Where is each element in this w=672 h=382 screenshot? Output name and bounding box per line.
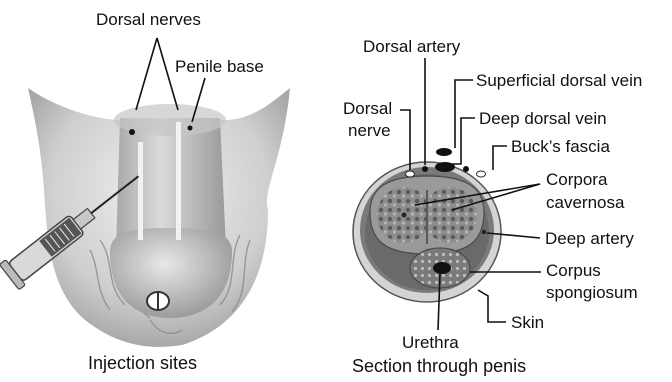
- penis-illustration: [0, 38, 290, 347]
- leader-skin: [478, 290, 506, 322]
- label-skin: Skin: [511, 313, 544, 332]
- label-corpora-cavernosa-line1: Corpora: [546, 170, 608, 189]
- dorsal-artery-right: [463, 166, 469, 172]
- deep-artery-right: [482, 230, 486, 234]
- injection-point-dorsal: [129, 129, 135, 135]
- label-dorsal-artery: Dorsal artery: [363, 37, 461, 56]
- caption-injection-sites: Injection sites: [88, 353, 197, 373]
- dorsal-nerve-right: [477, 171, 486, 177]
- injection-line-left: [138, 142, 143, 240]
- caption-section-through-penis: Section through penis: [352, 356, 526, 376]
- urethra-lumen: [433, 262, 451, 274]
- dorsal-nerve-left: [406, 171, 415, 177]
- label-dorsal-nerve-line2: nerve: [348, 121, 391, 140]
- deep-artery-left: [402, 213, 407, 218]
- label-corpus-spongiosum-line1: Corpus: [546, 261, 601, 280]
- label-urethra: Urethra: [402, 333, 459, 352]
- leader-dorsal-nerve: [400, 110, 410, 170]
- label-corpora-cavernosa-line2: cavernosa: [546, 193, 625, 212]
- label-deep-dorsal-vein: Deep dorsal vein: [479, 109, 607, 128]
- dorsal-artery-left: [422, 166, 428, 172]
- label-corpus-spongiosum-line2: spongiosum: [546, 283, 638, 302]
- leader-bucks-fascia: [493, 146, 507, 170]
- superficial-dorsal-vein: [436, 148, 452, 156]
- leader-dorsal-nerves-left: [136, 38, 157, 110]
- label-dorsal-nerves: Dorsal nerves: [96, 10, 201, 29]
- label-penile-base: Penile base: [175, 57, 264, 76]
- label-deep-artery: Deep artery: [545, 229, 634, 248]
- injection-line-right: [176, 122, 181, 240]
- label-dorsal-nerve-line1: Dorsal: [343, 99, 392, 118]
- leader-superficial-dorsal-vein: [455, 80, 473, 148]
- label-bucks-fascia: Buck’s fascia: [511, 137, 610, 156]
- label-superficial-dorsal-vein: Superficial dorsal vein: [476, 71, 642, 90]
- injection-point-base: [188, 126, 193, 131]
